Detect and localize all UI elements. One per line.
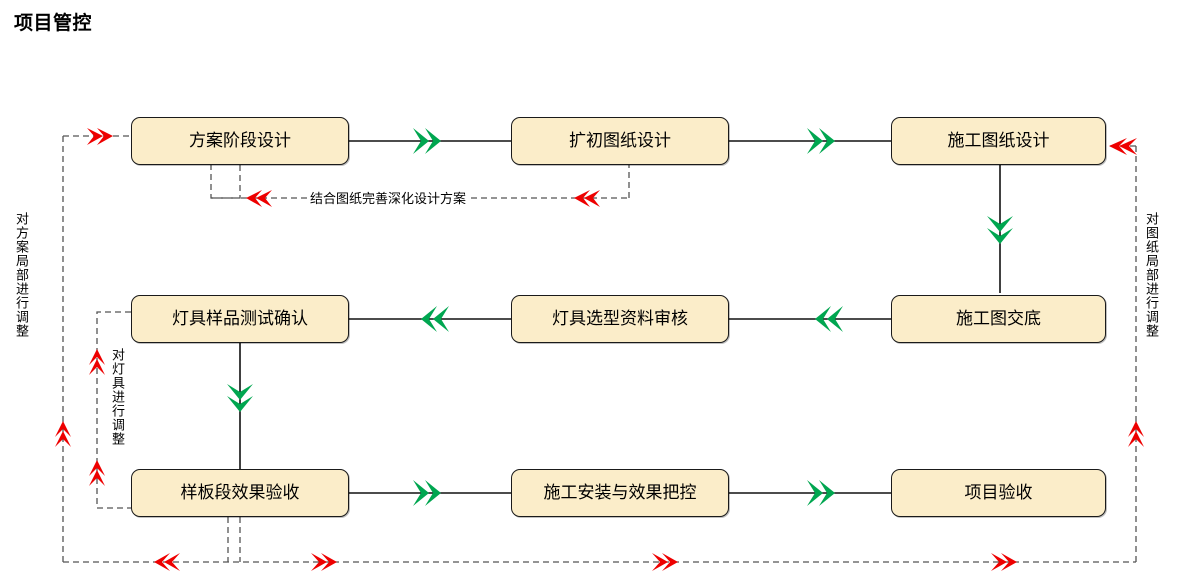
- red-arrow-up-lamp-1: [89, 349, 105, 375]
- red-arrow-left-label-1: [246, 190, 272, 207]
- red-arrow-left-into-n3: [1109, 138, 1137, 155]
- node-kuo-chu-tu-zhi-she-ji[interactable]: 扩初图纸设计: [511, 117, 729, 165]
- edge-label-adjust-lamp: 对灯具进行调整: [110, 348, 126, 446]
- node-label: 项目验收: [964, 483, 1033, 503]
- green-arrow-right-1: [413, 128, 441, 154]
- node-label: 施工图纸设计: [947, 131, 1050, 151]
- solid-connectors: [239, 140, 1001, 494]
- edge-label-feedback-design: 结合图纸完善深化设计方案: [308, 188, 469, 207]
- red-arrow-left-label-2: [574, 190, 600, 207]
- red-arrow-right-bottom-2: [652, 553, 678, 571]
- green-arrow-down-2: [227, 384, 253, 412]
- node-label: 方案阶段设计: [189, 131, 291, 151]
- node-shi-gong-tu-zhi-she-ji[interactable]: 施工图纸设计: [891, 117, 1106, 165]
- edge-label-adjust-drawing: 对图纸局部进行调整: [1144, 212, 1160, 338]
- node-shi-gong-tu-jiao-di[interactable]: 施工图交底: [891, 295, 1106, 343]
- red-arrow-right-bottom-1: [311, 553, 337, 571]
- node-label: 扩初图纸设计: [569, 131, 671, 151]
- green-arrow-left-2: [421, 306, 449, 332]
- node-xiang-mu-yan-shou[interactable]: 项目验收: [891, 469, 1106, 517]
- node-label: 灯具选型资料审核: [552, 309, 688, 329]
- red-arrow-right-into-n1: [87, 128, 113, 145]
- red-arrow-up-left-loop: [55, 421, 71, 447]
- red-arrow-up-right-loop: [1128, 421, 1144, 447]
- green-arrow-left-1: [815, 306, 843, 332]
- page-title: 项目管控: [14, 13, 93, 34]
- green-arrow-right-3: [413, 480, 441, 506]
- red-arrow-up-lamp-2: [89, 460, 105, 486]
- red-arrow-heads: [55, 128, 1144, 571]
- node-deng-ju-xuan-xing-zi-liao-shen-he[interactable]: 灯具选型资料审核: [511, 295, 729, 343]
- green-arrow-down-1: [987, 216, 1013, 244]
- node-label: 施工安装与效果把控: [543, 483, 697, 503]
- node-shi-gong-an-zhuang-yu-xiao-guo-ba-kong[interactable]: 施工安装与效果把控: [511, 469, 729, 517]
- red-arrow-right-bottom-3: [991, 553, 1017, 571]
- node-label: 样板段效果验收: [180, 483, 300, 503]
- green-arrow-right-2: [807, 128, 835, 154]
- node-deng-ju-yang-pin-ce-shi-que-ren[interactable]: 灯具样品测试确认: [131, 295, 349, 343]
- node-label: 灯具样品测试确认: [172, 309, 308, 329]
- node-fang-an-jie-duan-she-ji[interactable]: 方案阶段设计: [131, 117, 349, 165]
- node-yang-ban-duan-xiao-guo-yan-shou[interactable]: 样板段效果验收: [131, 469, 349, 517]
- green-arrow-right-4: [807, 480, 835, 506]
- node-label: 施工图交底: [956, 309, 1041, 329]
- red-arrow-left-bottom-1: [154, 553, 180, 571]
- edge-label-adjust-scheme: 对方案局部进行调整: [14, 212, 30, 338]
- green-arrow-heads: [227, 128, 1013, 506]
